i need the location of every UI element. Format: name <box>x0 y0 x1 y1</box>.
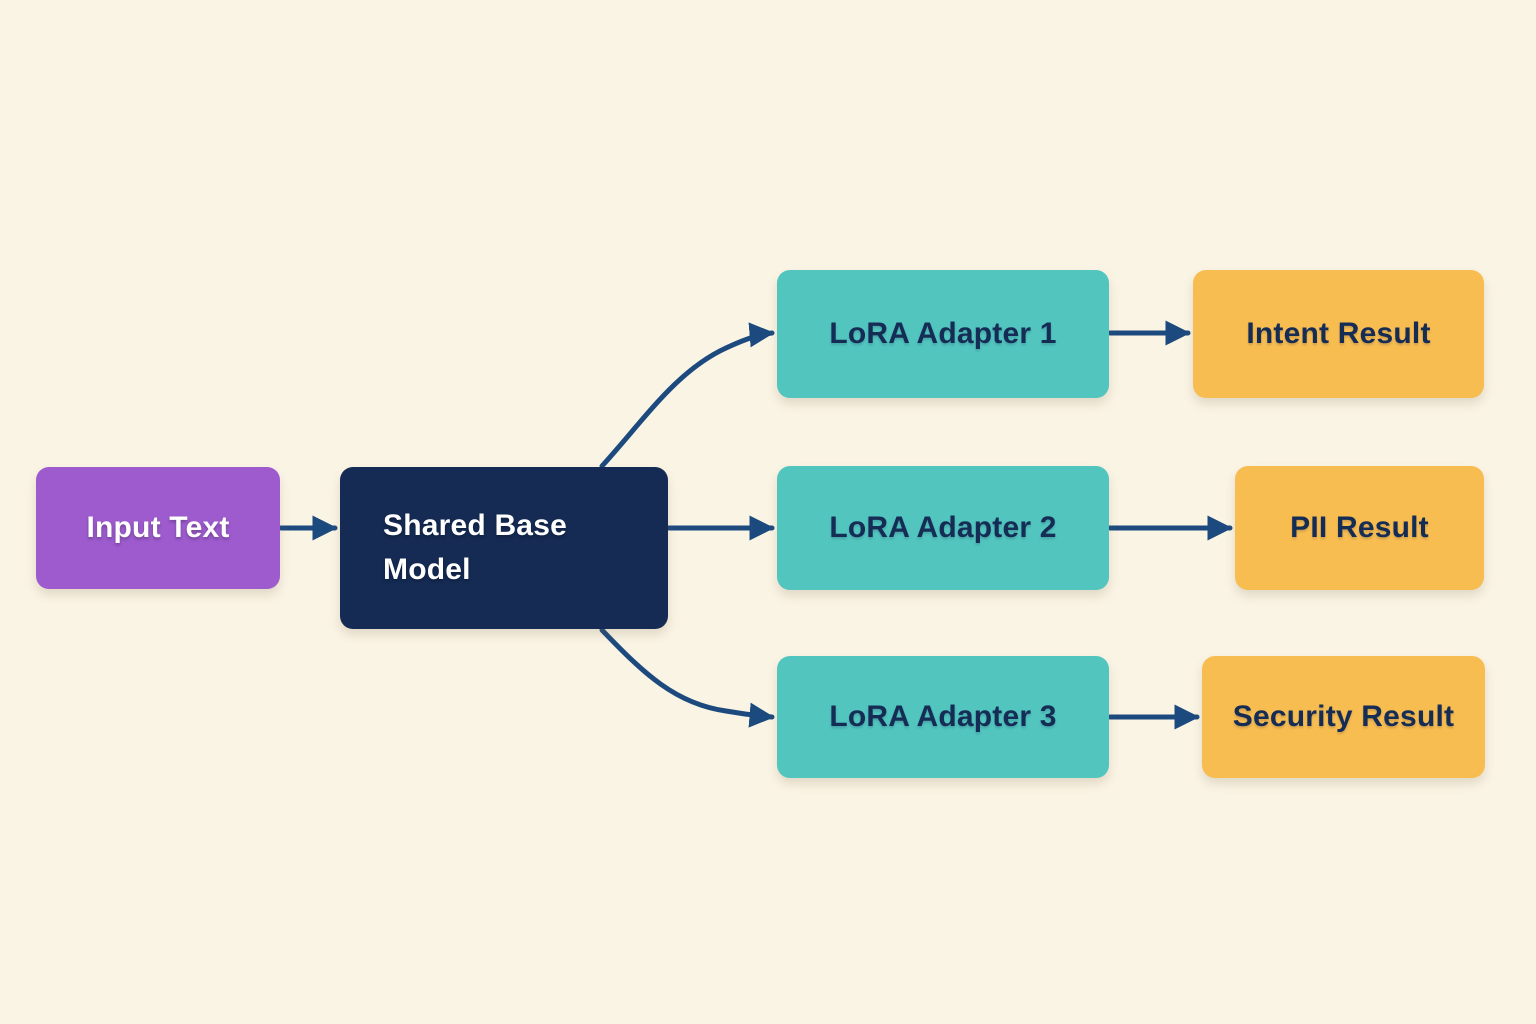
node-lora-adapter-1-label: LoRA Adapter 1 <box>829 317 1057 350</box>
node-shared-base-model-label: Shared Base Model <box>383 509 567 586</box>
node-lora-adapter-1: LoRA Adapter 1 <box>777 270 1109 398</box>
node-lora-adapter-3-label: LoRA Adapter 3 <box>829 700 1057 733</box>
node-lora-adapter-2: LoRA Adapter 2 <box>777 466 1109 590</box>
edge-base-to-adapter1-arrow <box>599 322 775 469</box>
node-intent-result-label: Intent Result <box>1246 317 1431 350</box>
node-lora-adapter-2-label: LoRA Adapter 2 <box>829 511 1057 544</box>
node-pii-result: PII Result <box>1235 466 1484 590</box>
node-pii-result-label: PII Result <box>1290 511 1429 544</box>
node-input-text-label: Input Text <box>86 511 230 544</box>
edge-base-to-adapter3-arrow <box>599 627 775 728</box>
node-shared-base-model: Shared Base Model <box>340 467 668 629</box>
node-input-text: Input Text <box>36 467 280 589</box>
node-security-result-label: Security Result <box>1232 700 1455 733</box>
node-lora-adapter-3: LoRA Adapter 3 <box>777 656 1109 778</box>
node-intent-result: Intent Result <box>1193 270 1484 398</box>
node-security-result: Security Result <box>1202 656 1485 778</box>
